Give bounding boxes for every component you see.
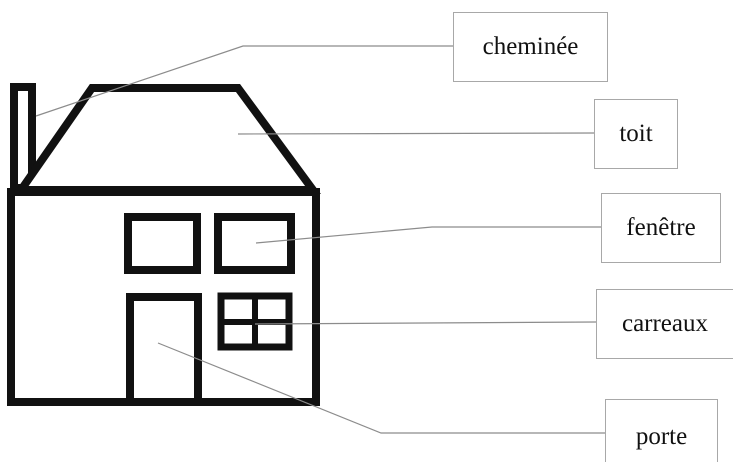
leader-line-panes [254,321,597,325]
door-shape [126,293,202,402]
leader-line-door [157,342,605,434]
label-door: porte [605,399,718,462]
label-window-panes: carreaux [596,289,733,359]
leader-lines [35,45,605,434]
label-window: fenêtre [601,193,721,263]
leader-line-chimney [35,45,453,117]
leader-line-roof [237,132,595,135]
upper-right-window [214,213,295,274]
roof-shape [13,84,321,194]
leader-line-window [255,226,601,244]
label-chimney: cheminée [453,12,608,82]
upper-left-window [124,213,201,274]
house-drawing [7,83,321,406]
label-roof: toit [594,99,678,169]
